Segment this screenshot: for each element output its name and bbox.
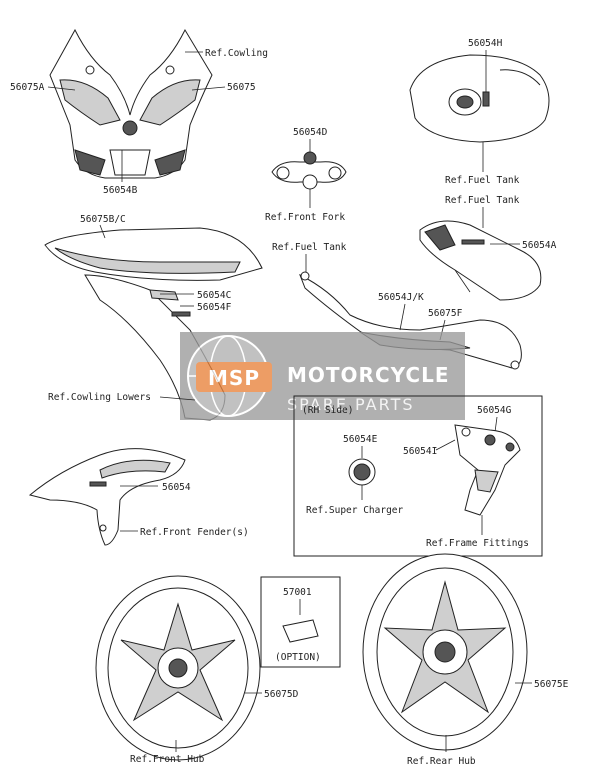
rear-wheel-drawing <box>362 553 528 751</box>
label-56075E: 56075E <box>534 679 569 690</box>
frame-fittings-drawing <box>454 424 521 516</box>
label-ref-rear-hub: Ref.Rear Hub <box>407 756 476 767</box>
option-box <box>260 576 341 668</box>
label-56054D: 56054D <box>293 127 328 138</box>
label-56075A: 56075A <box>10 82 45 93</box>
label-56054E: 56054E <box>343 434 378 445</box>
label-ref-super-charger: Ref.Super Charger <box>306 505 404 516</box>
label-56054H: 56054H <box>468 38 503 49</box>
label-56054JK: 56054J/K <box>378 292 424 303</box>
label-56054I: 56054I <box>403 446 437 457</box>
label-56054G: 56054G <box>477 405 512 416</box>
label-57001: 57001 <box>283 587 312 598</box>
option-sticker-drawing <box>282 619 319 643</box>
label-ref-frame-fittings: Ref.Frame Fittings <box>426 538 529 549</box>
label-ref-front-fenders: Ref.Front Fender(s) <box>140 527 249 538</box>
label-56075F: 56075F <box>428 308 463 319</box>
label-rh-side: (RH Side) <box>302 405 353 416</box>
watermark-subtitle: SPARE PARTS <box>287 395 415 414</box>
label-ref-front-hub: Ref.Front Hub <box>130 754 205 765</box>
watermark-logo-text: MSP <box>208 366 260 390</box>
label-ref-fuel-tank-top: Ref.Fuel Tank <box>445 175 520 186</box>
fuel-tank-side-drawing <box>419 220 542 301</box>
watermark-title: MOTORCYCLE <box>287 363 449 387</box>
label-56054: 56054 <box>162 482 191 493</box>
label-ref-fuel-tank-2: Ref.Fuel Tank <box>445 195 520 206</box>
label-56054B: 56054B <box>103 185 138 196</box>
label-ref-front-fork: Ref.Front Fork <box>265 212 345 223</box>
label-56054C: 56054C <box>197 290 231 301</box>
label-56075: 56075 <box>227 82 256 93</box>
label-ref-cowling-lowers: Ref.Cowling Lowers <box>48 392 151 403</box>
front-fork-drawing <box>271 151 347 190</box>
label-option: (OPTION) <box>275 652 321 663</box>
label-ref-cowling: Ref.Cowling <box>205 48 268 59</box>
super-charger-badge-drawing <box>348 458 376 486</box>
watermark: MSP MOTORCYCLE SPARE PARTS <box>180 332 465 420</box>
rh-side-box <box>293 395 543 557</box>
front-wheel-drawing <box>95 575 261 761</box>
label-56075D: 56075D <box>264 689 299 700</box>
front-fender-drawing <box>28 448 186 546</box>
upper-cowling-drawing <box>49 28 213 179</box>
label-ref-fuel-tank-3: Ref.Fuel Tank <box>272 242 347 253</box>
fuel-tank-top-drawing <box>409 54 550 143</box>
label-56054F: 56054F <box>197 302 232 313</box>
label-56075BC: 56075B/C <box>80 214 126 225</box>
label-56054A: 56054A <box>522 240 557 251</box>
